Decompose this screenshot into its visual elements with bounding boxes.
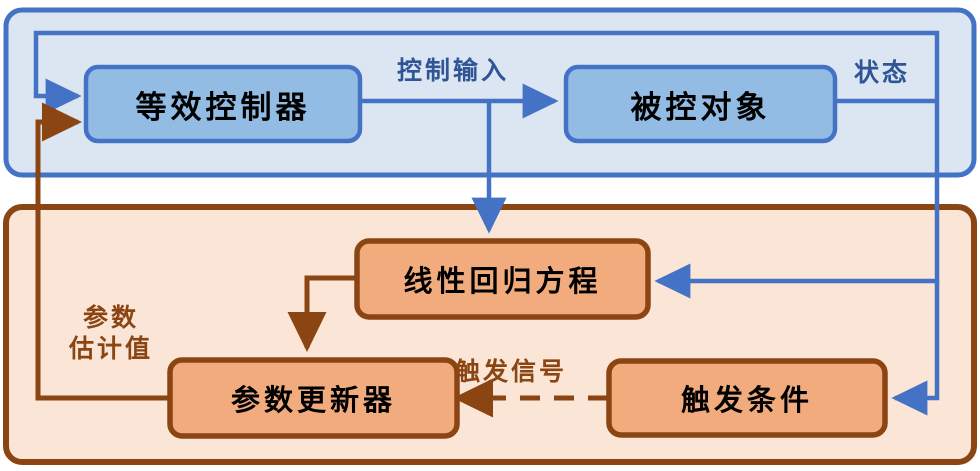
edge-regression-to-updater: [287, 275, 357, 353]
edge-parameter-estimate-to-controller: [35, 102, 170, 401]
node-linear-regression-equation[interactable]: [354, 238, 651, 320]
node-trigger-condition[interactable]: [606, 358, 888, 438]
node-equivalent-controller[interactable]: [83, 64, 363, 144]
node-parameter-updater[interactable]: [167, 357, 460, 439]
edge-state-to-trigger: [891, 281, 940, 416]
edge-state-to-controller: [33, 30, 940, 114]
node-controlled-plant[interactable]: [563, 64, 838, 144]
